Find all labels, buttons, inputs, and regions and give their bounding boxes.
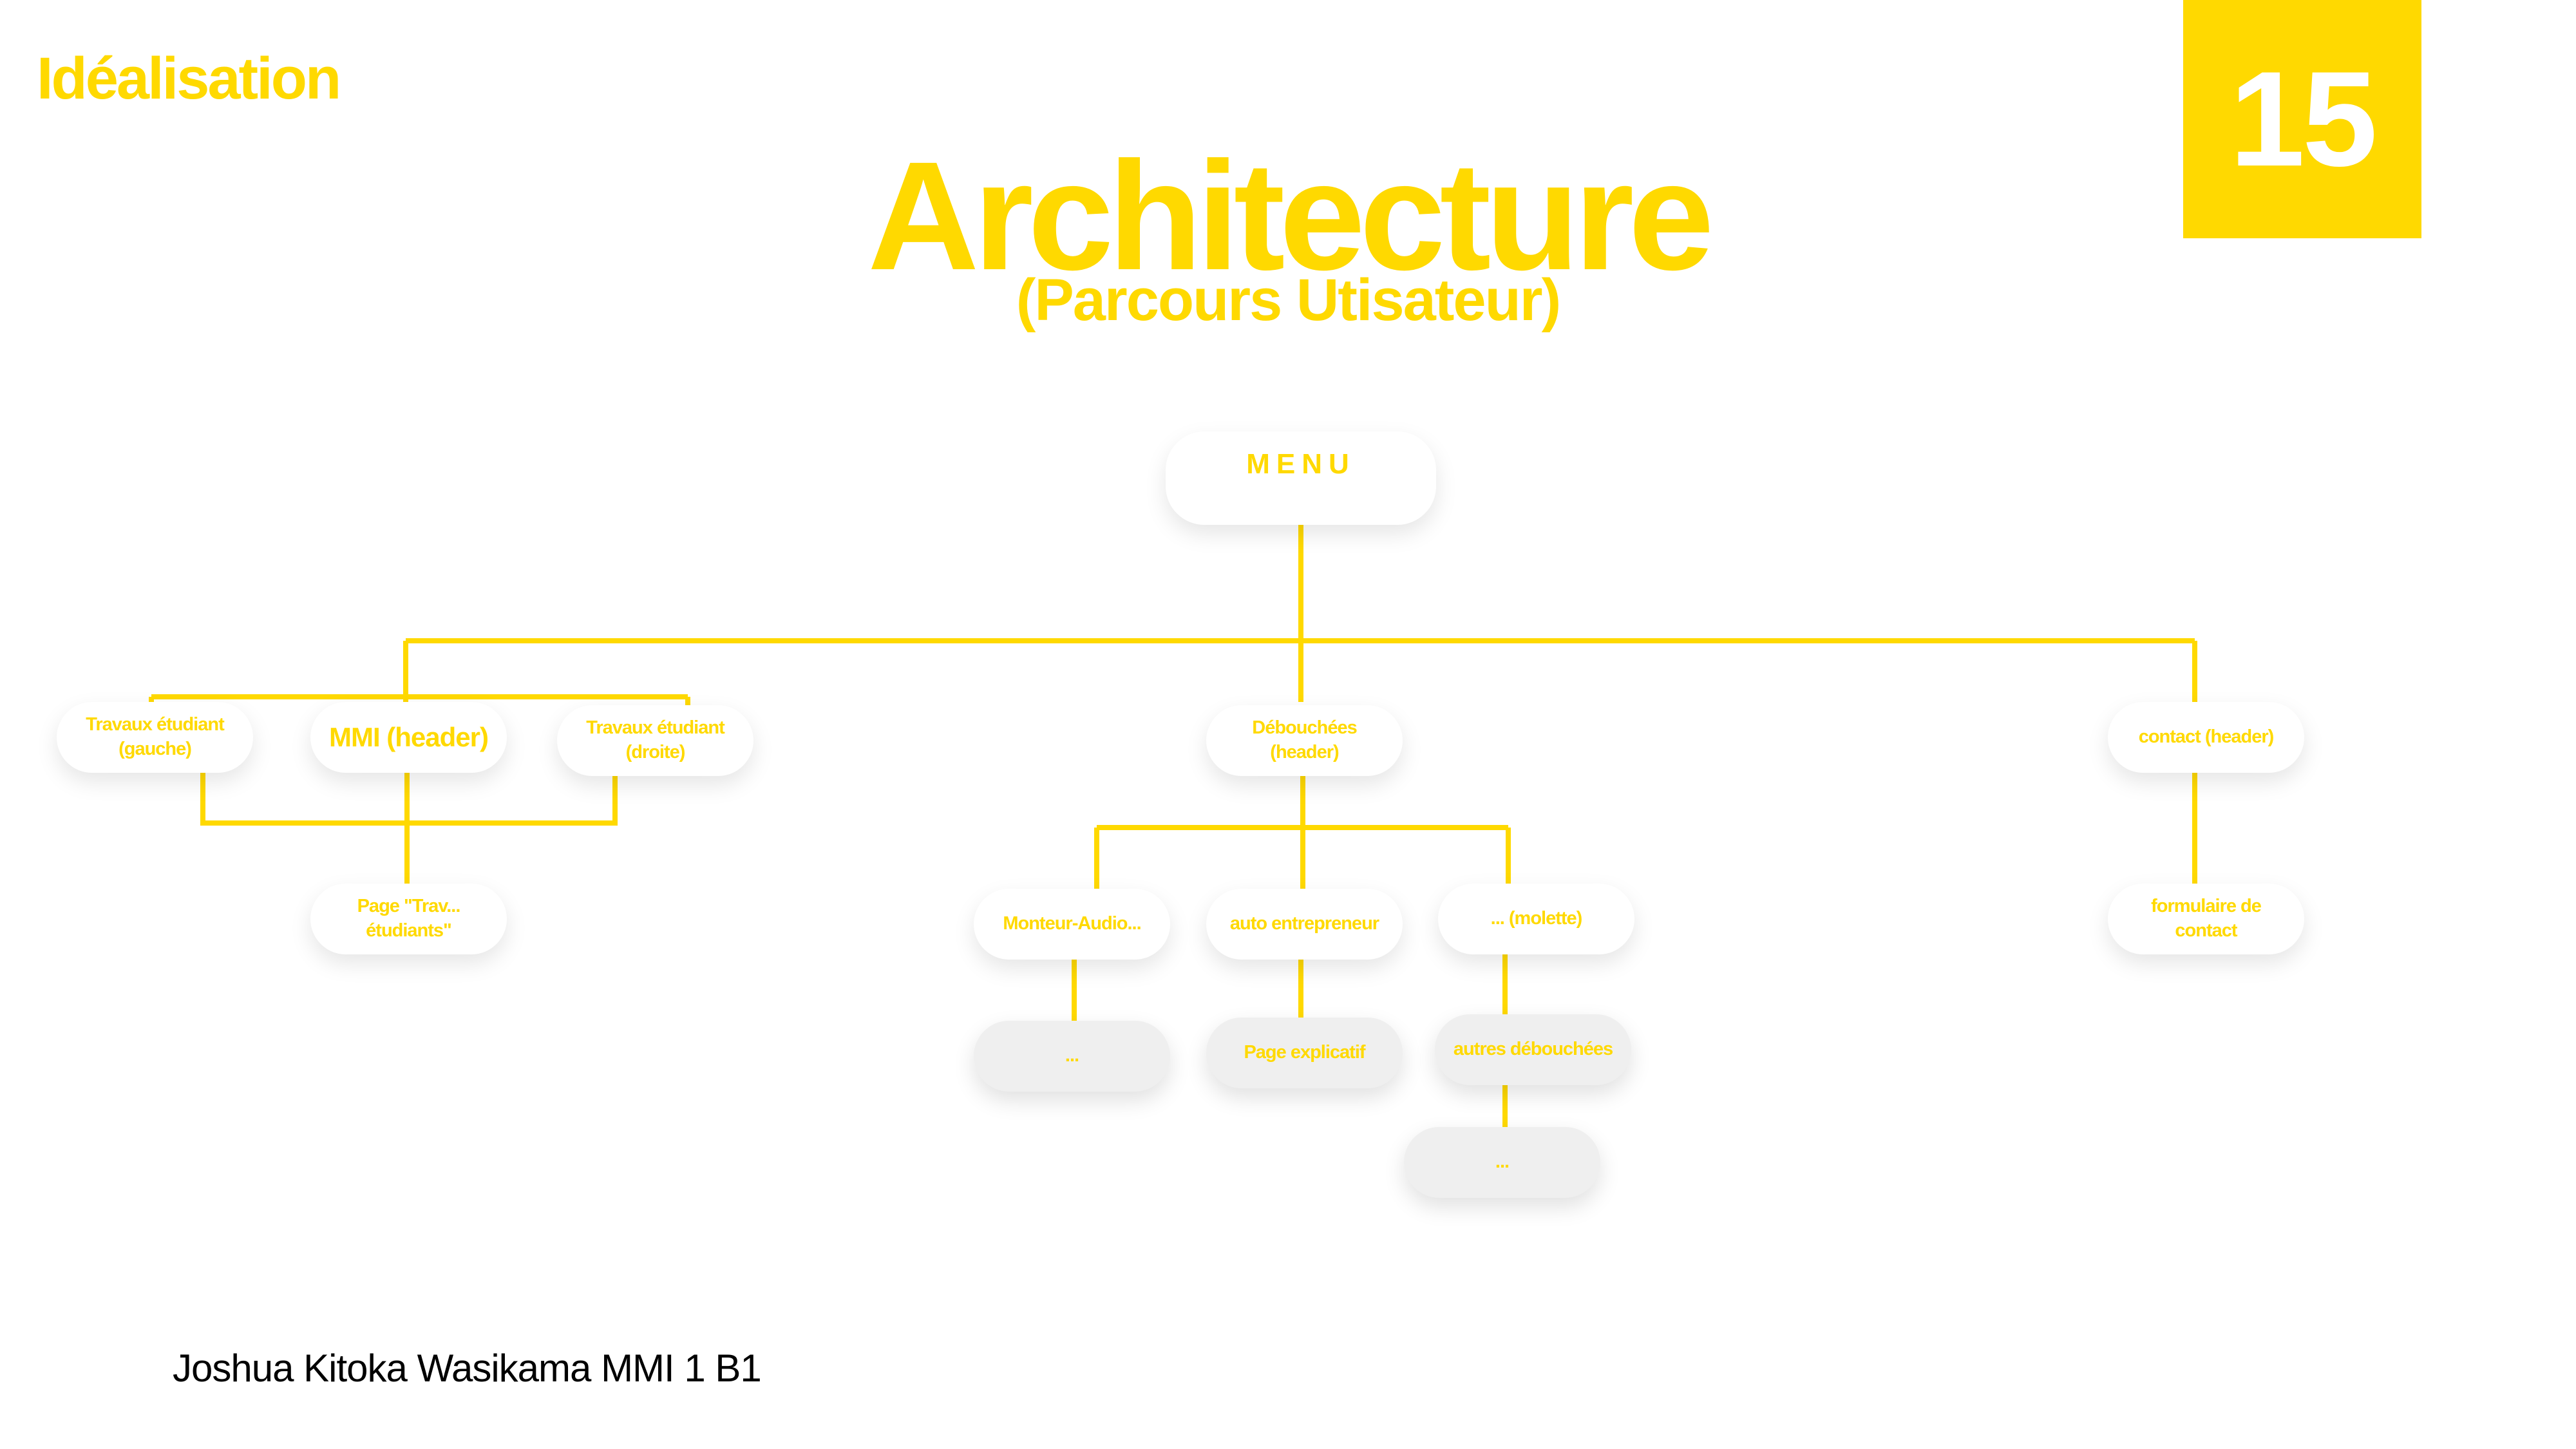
node-formulaire-contact: formulaire de contact: [2108, 884, 2304, 954]
node-mmi-header: MMI (header): [310, 702, 507, 773]
node-travaux-gauche: Travaux étudiant (gauche): [57, 702, 253, 773]
page-number-badge: 15: [2183, 0, 2421, 238]
node-page-explicatif: Page explicatif: [1206, 1018, 1403, 1088]
node-contact-header: contact (header): [2108, 702, 2304, 773]
node-autres-debouchees: autres débouchées: [1435, 1014, 1631, 1085]
author-credit: Joshua Kitoka Wasikama MMI 1 B1: [173, 1347, 762, 1390]
node-molette: ... (molette): [1438, 884, 1634, 954]
node-page-travaux: Page "Trav... étudiants": [310, 884, 507, 954]
node-auto-entrepreneur: auto entrepreneur: [1206, 889, 1403, 960]
page-title: Architecture: [867, 129, 1714, 302]
node-autres-child: ...: [1404, 1127, 1600, 1198]
page-number: 15: [2230, 43, 2378, 194]
node-monteur-audio: Monteur-Audio...: [974, 889, 1170, 960]
page-subtitle: (Parcours Utisateur): [1016, 267, 1561, 333]
node-debouchees: Débouchées (header): [1206, 705, 1403, 776]
node-menu: MENU: [1166, 431, 1436, 525]
section-label: Idéalisation: [37, 46, 341, 111]
node-travaux-droite: Travaux étudiant (droite): [557, 705, 753, 776]
node-monteur-child: ...: [974, 1021, 1170, 1092]
